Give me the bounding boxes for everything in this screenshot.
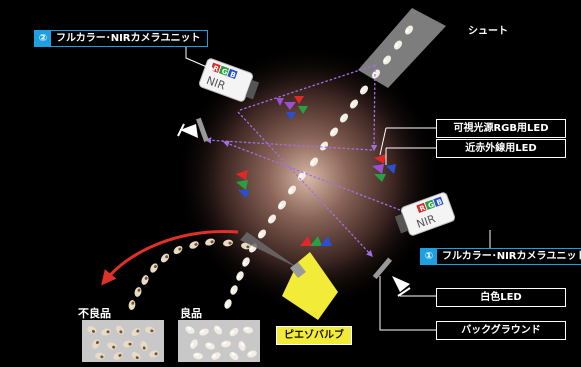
svg-text:B: B: [229, 70, 237, 79]
rgb-led-left-icon: [236, 170, 250, 198]
piezo-valve-icon: [282, 252, 338, 320]
white-led-left-icon: [177, 117, 209, 142]
rgb-led-top-icon: [276, 96, 308, 120]
svg-text:NIR: NIR: [205, 74, 228, 93]
camera-unit-2-text: フルカラー･NIRカメラユニット: [56, 33, 201, 44]
camera-unit-1-label: ① フルカラー･NIRカメラユニット: [420, 248, 581, 265]
white-led-right-icon: [372, 257, 411, 297]
svg-text:B: B: [436, 198, 444, 207]
camera-unit-1-text: フルカラー･NIRカメラユニット: [442, 251, 581, 262]
svg-text:R: R: [419, 204, 427, 214]
white-led-label: 白色LED: [436, 288, 566, 307]
bad-product-tray: [82, 320, 164, 362]
light-beams: [204, 64, 401, 257]
rgb-led-right-icon: [372, 154, 396, 182]
piezo-valve-label: ピエゾバルブ: [276, 326, 352, 345]
visible-led-label: 可視光源RGB用LED: [436, 119, 566, 138]
air-blast: [240, 232, 298, 268]
camera-1-icon: R G B NIR: [394, 192, 456, 236]
good-product-tray: [178, 320, 260, 362]
svg-text:G: G: [427, 201, 435, 211]
nir-led-label: 近赤外線用LED: [436, 139, 566, 158]
svg-text:NIR: NIR: [415, 212, 438, 231]
bad-product-label: 不良品: [78, 307, 111, 320]
reject-arrow-icon: [101, 230, 239, 286]
number-badge-2: ②: [35, 31, 51, 46]
good-product-label: 良品: [180, 307, 202, 320]
camera-unit-2-label: ② フルカラー･NIRカメラユニット: [34, 30, 208, 47]
chute: [358, 8, 446, 88]
rgb-led-bottom-icon: [300, 236, 332, 246]
background-label: バックグラウンド: [436, 321, 566, 340]
svg-text:G: G: [220, 67, 228, 77]
number-badge-1: ①: [421, 249, 437, 264]
chute-label: シュート: [468, 26, 508, 37]
svg-text:R: R: [212, 64, 220, 74]
